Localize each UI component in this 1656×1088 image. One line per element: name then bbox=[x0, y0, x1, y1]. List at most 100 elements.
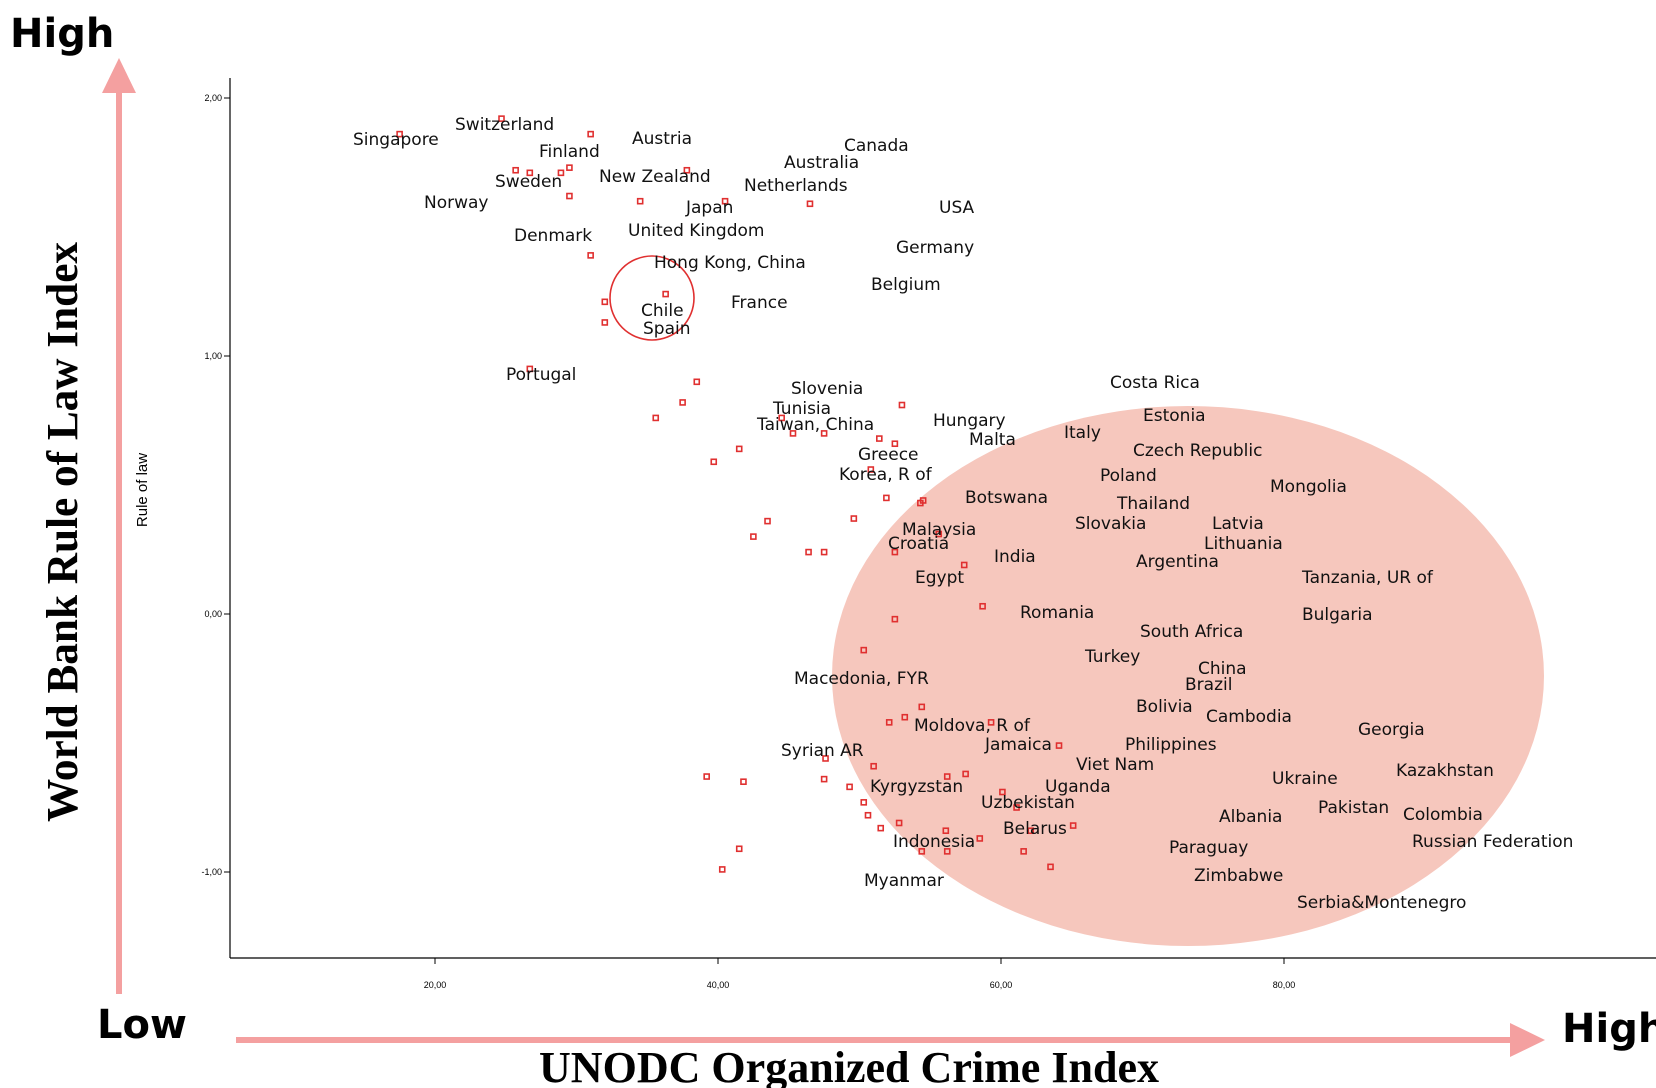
data-label-croatia: Croatia bbox=[888, 534, 949, 554]
data-label-albania: Albania bbox=[1219, 807, 1282, 827]
data-point bbox=[601, 298, 609, 306]
data-point bbox=[820, 775, 828, 783]
data-point bbox=[860, 646, 868, 654]
data-point bbox=[778, 414, 785, 422]
data-point bbox=[820, 548, 828, 556]
data-label-norway: Norway bbox=[424, 193, 489, 213]
data-point bbox=[703, 773, 710, 780]
data-point bbox=[898, 401, 906, 409]
data-label-sweden: Sweden bbox=[495, 172, 562, 192]
data-point bbox=[557, 169, 565, 177]
data-label-united-kingdom: United Kingdom bbox=[628, 221, 764, 241]
data-label-kyrgyzstan: Kyrgyzstan bbox=[870, 777, 963, 797]
data-label-kazakhstan: Kazakhstan bbox=[1396, 761, 1494, 781]
data-point bbox=[735, 445, 743, 453]
data-point bbox=[721, 197, 729, 205]
x-axis-title: UNODC Organized Crime Index bbox=[539, 1043, 1159, 1088]
data-point bbox=[942, 827, 950, 835]
data-point bbox=[919, 497, 927, 504]
data-label-indonesia: Indonesia bbox=[893, 832, 975, 852]
data-label-malta: Malta bbox=[969, 430, 1016, 450]
data-label-uganda: Uganda bbox=[1045, 777, 1111, 797]
y-arrow bbox=[102, 58, 136, 994]
data-label-greece: Greece bbox=[858, 445, 919, 465]
y-tick-label: 1,00 bbox=[204, 351, 222, 361]
x-axis-low-label: Low bbox=[97, 1002, 187, 1048]
data-label-czech-republic: Czech Republic bbox=[1133, 441, 1262, 461]
data-label-colombia: Colombia bbox=[1403, 805, 1483, 825]
data-point bbox=[883, 494, 890, 502]
data-point bbox=[789, 430, 797, 437]
data-point bbox=[860, 799, 868, 806]
data-point bbox=[976, 835, 984, 842]
data-point bbox=[846, 783, 853, 791]
data-point bbox=[891, 615, 899, 623]
data-label-usa: USA bbox=[939, 198, 975, 218]
data-label-spain: Spain bbox=[643, 319, 691, 339]
data-label-switzerland: Switzerland bbox=[455, 115, 554, 135]
data-label-slovenia: Slovenia bbox=[791, 379, 863, 399]
highlight-ellipse bbox=[832, 406, 1544, 946]
data-label-argentina: Argentina bbox=[1136, 552, 1219, 572]
data-point bbox=[918, 848, 926, 855]
data-point bbox=[962, 770, 969, 778]
data-point bbox=[1055, 742, 1063, 749]
data-label-singapore: Singapore bbox=[353, 130, 439, 150]
data-point bbox=[1013, 804, 1020, 811]
data-label-hungary: Hungary bbox=[933, 411, 1006, 431]
data-point bbox=[960, 561, 968, 569]
data-point bbox=[943, 773, 951, 780]
data-label-korea: Korea, R of bbox=[839, 465, 933, 485]
data-label-south-africa: South Africa bbox=[1140, 622, 1243, 642]
data-point bbox=[710, 458, 718, 466]
data-point bbox=[566, 164, 573, 171]
data-label-new-zealand: New Zealand bbox=[599, 167, 711, 187]
data-label-turkey: Turkey bbox=[1084, 647, 1140, 667]
data-point bbox=[764, 517, 771, 525]
data-label-bulgaria: Bulgaria bbox=[1302, 605, 1373, 625]
data-point bbox=[867, 466, 875, 473]
data-label-syrian-ar: Syrian AR bbox=[781, 741, 864, 761]
x-tick-label: 40,00 bbox=[707, 980, 730, 990]
data-point bbox=[396, 130, 403, 138]
data-point bbox=[885, 719, 893, 726]
data-label-lithuania: Lithuania bbox=[1204, 534, 1283, 554]
data-label-brazil: Brazil bbox=[1185, 675, 1232, 695]
data-label-costa-rica: Costa Rica bbox=[1110, 373, 1200, 393]
data-points bbox=[396, 115, 1077, 873]
data-label-slovakia: Slovakia bbox=[1075, 514, 1146, 534]
data-point bbox=[943, 848, 951, 855]
data-label-hong-kong: Hong Kong, China bbox=[654, 253, 806, 273]
x-arrow bbox=[236, 1023, 1545, 1057]
data-point bbox=[652, 414, 660, 422]
data-point bbox=[850, 515, 858, 522]
data-label-belarus: Belarus bbox=[1003, 819, 1067, 839]
y-axis-high-label: High bbox=[10, 11, 114, 57]
data-label-australia: Australia bbox=[784, 153, 859, 173]
data-point bbox=[498, 115, 505, 122]
data-point bbox=[662, 290, 669, 298]
data-label-denmark: Denmark bbox=[514, 226, 592, 246]
data-label-germany: Germany bbox=[896, 238, 974, 258]
data-label-pakistan: Pakistan bbox=[1318, 798, 1389, 818]
data-point bbox=[526, 169, 534, 177]
data-label-moldova: Moldova, R of bbox=[914, 716, 1031, 736]
data-point bbox=[587, 252, 594, 259]
data-label-netherlands: Netherlands bbox=[744, 176, 848, 196]
x-tick-label: 60,00 bbox=[990, 980, 1013, 990]
data-label-india: India bbox=[994, 547, 1036, 567]
data-point bbox=[979, 602, 986, 610]
data-point bbox=[891, 440, 899, 448]
data-point bbox=[740, 778, 747, 786]
data-point bbox=[512, 166, 519, 174]
data-point bbox=[820, 430, 828, 437]
data-point bbox=[683, 166, 691, 174]
data-label-latvia: Latvia bbox=[1212, 514, 1264, 534]
data-point bbox=[679, 399, 686, 406]
data-label-italy: Italy bbox=[1064, 423, 1101, 443]
data-point bbox=[987, 719, 995, 726]
data-point bbox=[1069, 822, 1077, 829]
y-tick-label: 2,00 bbox=[204, 93, 222, 103]
data-point bbox=[636, 197, 644, 205]
data-label-estonia: Estonia bbox=[1143, 406, 1206, 426]
